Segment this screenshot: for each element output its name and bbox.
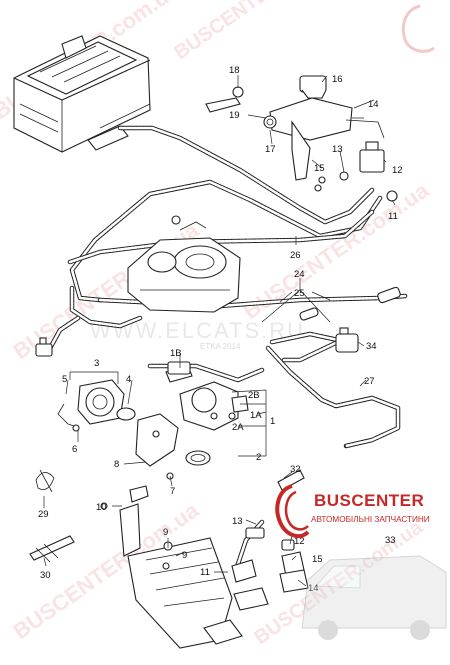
small-hardware xyxy=(152,184,322,570)
callout-6: 6 xyxy=(72,444,77,455)
callout-14: 13 xyxy=(232,516,243,527)
engine-cover xyxy=(127,215,241,313)
callout-1b: 1B xyxy=(170,348,182,359)
exhaust-catalyst-9 xyxy=(100,485,269,649)
callout-18: 12 xyxy=(392,165,403,176)
clamp-tool-27 xyxy=(29,535,75,563)
watermark-date: ETKA 2014 xyxy=(200,342,241,351)
callout-19: 13 xyxy=(332,144,343,155)
callout-1: 1 xyxy=(270,416,275,427)
leader-lines xyxy=(43,75,396,587)
temperature-sensor-group xyxy=(245,469,309,593)
callout-2b: 2B xyxy=(248,390,260,401)
callout-26: 29 xyxy=(38,509,49,520)
callout-20: 14 xyxy=(368,99,379,110)
callout-15: 14 xyxy=(308,583,319,594)
callout-8: 8 xyxy=(114,459,119,470)
callout-28: 24 xyxy=(294,269,305,280)
callout-17: 11 xyxy=(388,211,398,222)
hose-clamp-26 xyxy=(35,469,55,493)
check-valve-left xyxy=(35,337,53,357)
callout-27: 30 xyxy=(40,570,51,581)
callout-30: 26 xyxy=(290,250,301,261)
callout-7: 7 xyxy=(170,486,175,497)
callout-31: 27 xyxy=(364,376,375,387)
pressure-sensor-34 xyxy=(335,327,359,353)
callout-21: 15 xyxy=(314,163,325,174)
logo-tagline: АВТОМОБІЛЬНІ ЗАПЧАСТИНИ xyxy=(311,515,430,524)
callout-3: 3 xyxy=(94,358,99,369)
callout-24: 18 xyxy=(229,65,240,76)
callout-34: 34 xyxy=(366,341,377,352)
callout-23: 17 xyxy=(265,144,276,155)
callout-16: 15 xyxy=(312,554,323,565)
watermark-middle: WWW.ELCATS.RU xyxy=(90,318,305,343)
callout-4: 4 xyxy=(126,374,131,385)
callout-1a: 1A xyxy=(250,410,262,421)
callout-22: 16 xyxy=(332,74,343,85)
callout-10: 10 xyxy=(96,502,107,513)
connector-28-29 xyxy=(299,286,401,321)
callout-5: 5 xyxy=(62,374,67,385)
callout-32: 32 xyxy=(290,464,301,475)
egr-cooler-2 xyxy=(135,365,249,480)
watermark-site-2: BUSCENTER.com.ua xyxy=(170,0,347,64)
callout-11: 9 xyxy=(163,527,168,538)
callout-2a: 2A xyxy=(232,422,244,433)
callout-29: 25 xyxy=(294,288,305,299)
egr-valve-3 xyxy=(57,379,136,432)
callout-13: 12 xyxy=(294,536,305,547)
buscenter-logo: BUSCENTER АВТОМОБІЛЬНІ ЗАПЧАСТИНИ xyxy=(270,482,442,544)
air-filter-housing xyxy=(13,35,151,153)
callout-25: 19 xyxy=(229,110,240,121)
callout-33: 33 xyxy=(385,535,396,546)
logo-name: BUSCENTER xyxy=(314,491,425,510)
callout-2: 2 xyxy=(256,452,261,463)
callout-numbers: 18 16 14 19 17 13 12 15 11 26 24 25 34 2… xyxy=(38,65,403,594)
callout-12: 11 xyxy=(200,567,210,578)
solenoid-valve-assembly xyxy=(205,75,398,202)
callout-9: 9 xyxy=(182,550,187,561)
logo-mark-icon xyxy=(275,484,310,539)
